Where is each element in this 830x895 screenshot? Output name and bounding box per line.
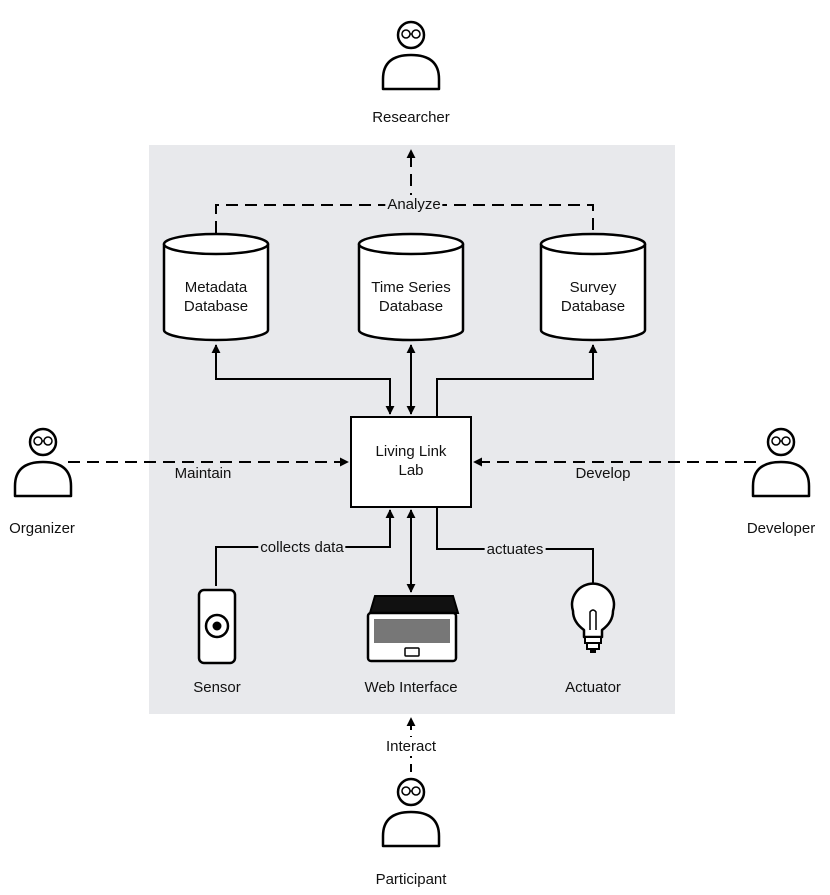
timeseries-database-label: Time Series Database <box>371 278 450 316</box>
survey-database-label-line1: Survey <box>569 279 617 296</box>
develop-label: Develop <box>575 465 631 482</box>
developer-person-icon <box>751 427 811 498</box>
sensor-icon <box>197 588 237 665</box>
participant-label: Participant <box>375 871 447 888</box>
timeseries-database-label-line2: Database <box>378 298 444 315</box>
actuator-label: Actuator <box>565 679 621 696</box>
timeseries-database-label-line1: Time Series <box>371 279 451 296</box>
metadata-database-label-line1: Metadata <box>184 279 248 296</box>
laptop-icon <box>366 595 460 663</box>
interact-label: Interact <box>383 737 439 756</box>
developer-label: Developer <box>746 520 816 537</box>
researcher-person-icon <box>381 20 441 91</box>
survey-database-label: Survey Database <box>561 278 625 316</box>
maintain-label: Maintain <box>174 465 232 482</box>
organizer-label: Organizer <box>9 520 75 537</box>
living-link-lab-label-line1: Living Link <box>375 443 447 460</box>
metadata-database-icon <box>162 232 270 342</box>
sensor-label: Sensor <box>193 679 241 696</box>
metadata-database-label: Metadata Database <box>184 278 248 316</box>
survey-database-icon <box>539 232 647 342</box>
living-link-lab-label-line2: Lab <box>398 462 424 479</box>
db-hub-edges <box>211 344 598 416</box>
living-link-lab-box <box>350 416 472 508</box>
living-link-lab-label: Living Link Lab <box>376 442 447 480</box>
web-interface-label: Web Interface <box>364 679 458 696</box>
metadata-database-label-line2: Database <box>183 298 249 315</box>
lightbulb-icon <box>570 582 616 653</box>
researcher-label: Researcher <box>372 109 450 126</box>
collects-data-label: collects data <box>258 538 346 557</box>
participant-person-icon <box>381 777 441 848</box>
analyze-label: Analyze <box>385 195 443 214</box>
actuates-label: actuates <box>484 540 546 559</box>
timeseries-database-icon <box>357 232 465 342</box>
survey-database-label-line2: Database <box>560 298 626 315</box>
organizer-person-icon <box>13 427 73 498</box>
